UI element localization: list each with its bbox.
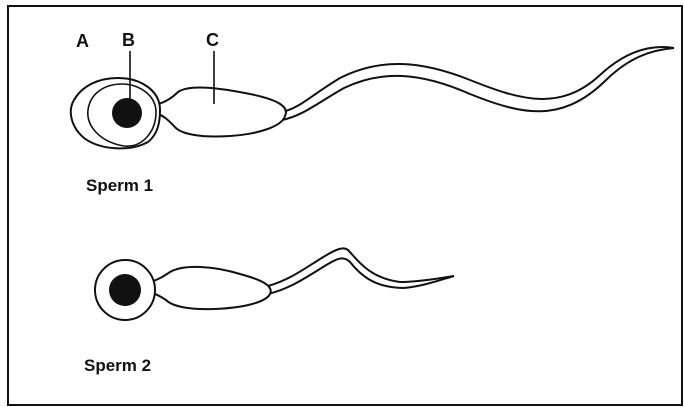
sperm-1-tail-upper	[282, 47, 674, 112]
sperm-2-nucleus	[109, 274, 141, 306]
sperm-2	[95, 248, 454, 320]
diagram-border	[8, 6, 682, 405]
sperm-1-nucleus	[112, 98, 142, 128]
label-a: A	[76, 31, 89, 51]
label-c: C	[206, 30, 219, 50]
sperm-2-midpiece	[150, 267, 271, 309]
caption-sperm-1: Sperm 1	[86, 176, 153, 195]
caption-sperm-2: Sperm 2	[84, 356, 151, 375]
sperm-1	[71, 47, 674, 148]
label-b: B	[122, 30, 135, 50]
sperm-1-midpiece	[158, 88, 286, 137]
sperm-2-tail-upper	[268, 248, 454, 286]
